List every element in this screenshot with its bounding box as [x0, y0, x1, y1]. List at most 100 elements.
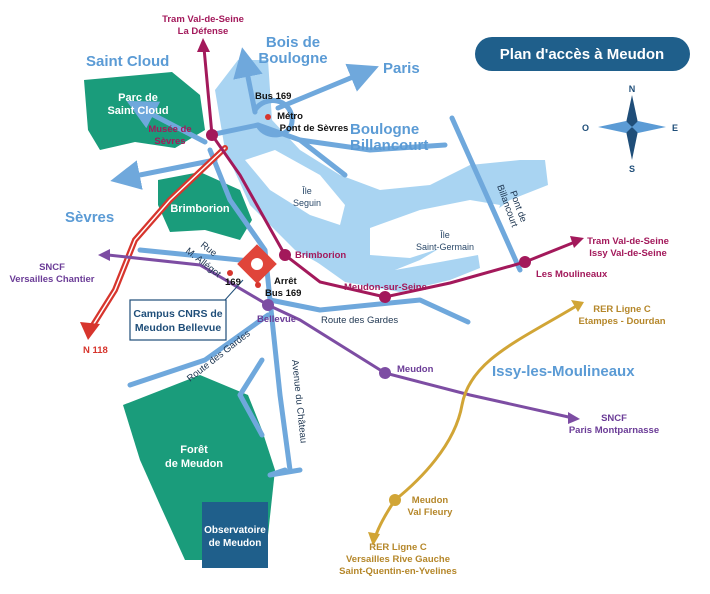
label-boulogne-bois: Boulogne	[258, 50, 327, 67]
label-tram-east-1: Tram Val-de-Seine	[587, 236, 669, 247]
road-quai-seine	[207, 122, 348, 178]
sncf-line-path	[107, 253, 574, 420]
road-route-des-gardes-east	[267, 297, 471, 325]
label-musee-de: Musée de	[148, 124, 191, 135]
tram-station-les-moulineaux	[519, 256, 531, 268]
campus-diamond-center	[251, 258, 263, 270]
label-pont-de-sevres: Pont de Sèvres	[280, 123, 349, 134]
tram-line-path	[202, 47, 576, 299]
label-rer-meudon: Meudon	[412, 495, 449, 506]
label-sevres: Sèvres	[65, 209, 114, 226]
ile-saint-germain	[370, 200, 500, 258]
label-de-meudon: de Meudon	[165, 458, 223, 470]
label-tram-north-1: Tram Val-de-Seine	[162, 14, 244, 25]
sncf-line	[98, 249, 580, 424]
road-avenue-du-chateau	[267, 297, 293, 473]
label-tram-brimborion: Brimborion	[295, 250, 346, 261]
bus-stop-campus	[255, 282, 261, 288]
label-bus169-north: Bus 169	[255, 91, 291, 102]
map-title: Plan d'accès à Meudon	[500, 46, 664, 63]
bus-stop-169	[227, 270, 233, 276]
road-foret-south	[267, 467, 303, 478]
label-avenue-du-chateau: Avenue du Château	[289, 359, 309, 444]
label-tram-meudon-sur-seine: Meudon-sur-Seine	[344, 282, 427, 293]
label-rer-south-2: Versailles Rive Gauche	[346, 554, 450, 565]
label-metro: Métro	[277, 111, 303, 122]
label-bus169-south: Bus 169	[265, 288, 301, 299]
campus-callout: Campus CNRS de Meudon Bellevue	[129, 299, 227, 341]
label-brimborion-park: Brimborion	[170, 203, 230, 215]
seine-river	[215, 60, 548, 292]
compass-o: O	[582, 123, 589, 133]
compass-needle-east	[632, 121, 666, 133]
road-to-bois-de-boulogne	[233, 47, 263, 115]
label-sncf-bellevue: Bellevue	[257, 314, 296, 325]
seine-river-lower-arm	[300, 250, 480, 292]
compass-needle-south	[626, 127, 638, 160]
road-west-chantier	[137, 247, 263, 265]
n118-arrowhead	[80, 322, 100, 340]
label-sncf-east-1: SNCF	[601, 413, 627, 424]
label-sncf-west-1: SNCF	[39, 262, 65, 273]
label-parc-saint-cloud: Saint Cloud	[107, 105, 168, 117]
sncf-station-meudon	[379, 367, 391, 379]
rer-south-arrowhead	[368, 532, 380, 546]
road-pont-de-billancourt	[449, 115, 523, 273]
road-pont-de-sevres-loop	[252, 98, 295, 138]
label-rer-north-1: RER Ligne C	[593, 304, 651, 315]
tram-station-meudon-sur-seine	[379, 291, 391, 303]
roads	[110, 47, 523, 478]
label-boulogne-billancourt-1: Boulogne	[350, 121, 419, 138]
label-ile-st-germain-1: Île	[439, 230, 450, 240]
tram-north-arrowhead	[197, 38, 210, 52]
label-saint-cloud: Saint Cloud	[86, 53, 169, 70]
label-sncf-east-2: Paris Montparnasse	[569, 425, 659, 436]
road-boulogne-east	[297, 137, 448, 153]
tram-station-musee-de-sevres	[206, 129, 218, 141]
label-musee-sevres: Sèvres	[154, 136, 185, 147]
compass-e: E	[672, 123, 678, 133]
compass-s: S	[629, 164, 635, 174]
road-foret-branch	[237, 357, 265, 438]
label-sncf-west-2: Versailles Chantier	[9, 274, 94, 285]
rer-c-line-path	[373, 303, 579, 539]
sncf-east-arrowhead	[568, 412, 580, 424]
label-boulogne-billancourt-2: Billancourt	[350, 137, 428, 154]
campus-callout-line-2: Meudon Bellevue	[135, 322, 222, 334]
label-tram-north-2: La Défense	[178, 26, 229, 37]
campus-callout-box	[129, 299, 227, 341]
label-issy-les-moulineaux: Issy-les-Moulineaux	[492, 363, 635, 380]
rer-station-meudon-val-fleury	[389, 494, 401, 506]
label-parc-de: Parc de	[118, 92, 158, 104]
label-foret: Forêt	[180, 444, 208, 456]
ile-seguin	[245, 150, 345, 225]
label-tram-east-2: Issy Val-de-Seine	[589, 248, 667, 259]
label-paris: Paris	[383, 60, 420, 77]
road-to-paris	[275, 63, 379, 111]
compass-rose: N S E O	[582, 84, 678, 174]
observatoire-de-meudon	[202, 502, 268, 568]
compass-needle-west	[598, 121, 632, 133]
tram-station-brimborion	[279, 249, 291, 261]
label-rer-south-1: RER Ligne C	[369, 542, 427, 553]
road-sevres-bellevue	[207, 147, 273, 303]
label-arret: Arrêt	[274, 276, 298, 287]
label-observatoire-de-meudon: de Meudon	[209, 538, 262, 549]
title-badge-bg	[475, 37, 690, 71]
sncf-west-arrowhead	[98, 249, 110, 261]
compass-n: N	[629, 84, 636, 94]
rer-north-arrowhead	[571, 300, 584, 312]
compass-needle-north	[626, 95, 638, 127]
road-to-saint-cloud	[126, 101, 208, 145]
label-tram-les-moulineaux: Les Moulineaux	[536, 269, 608, 280]
label-bois-de: Bois de	[266, 34, 320, 51]
road-route-des-gardes-sw	[127, 312, 271, 388]
campus-callout-line-1: Campus CNRS de	[133, 308, 222, 320]
campus-leader-line	[224, 279, 244, 301]
label-rer-north-2: Etampes - Dourdan	[578, 316, 665, 327]
label-sncf-meudon: Meudon	[397, 364, 434, 375]
label-ile-seguin-2: Seguin	[293, 198, 321, 208]
sncf-station-bellevue	[262, 299, 274, 311]
label-observatoire: Observatoire	[204, 525, 266, 536]
